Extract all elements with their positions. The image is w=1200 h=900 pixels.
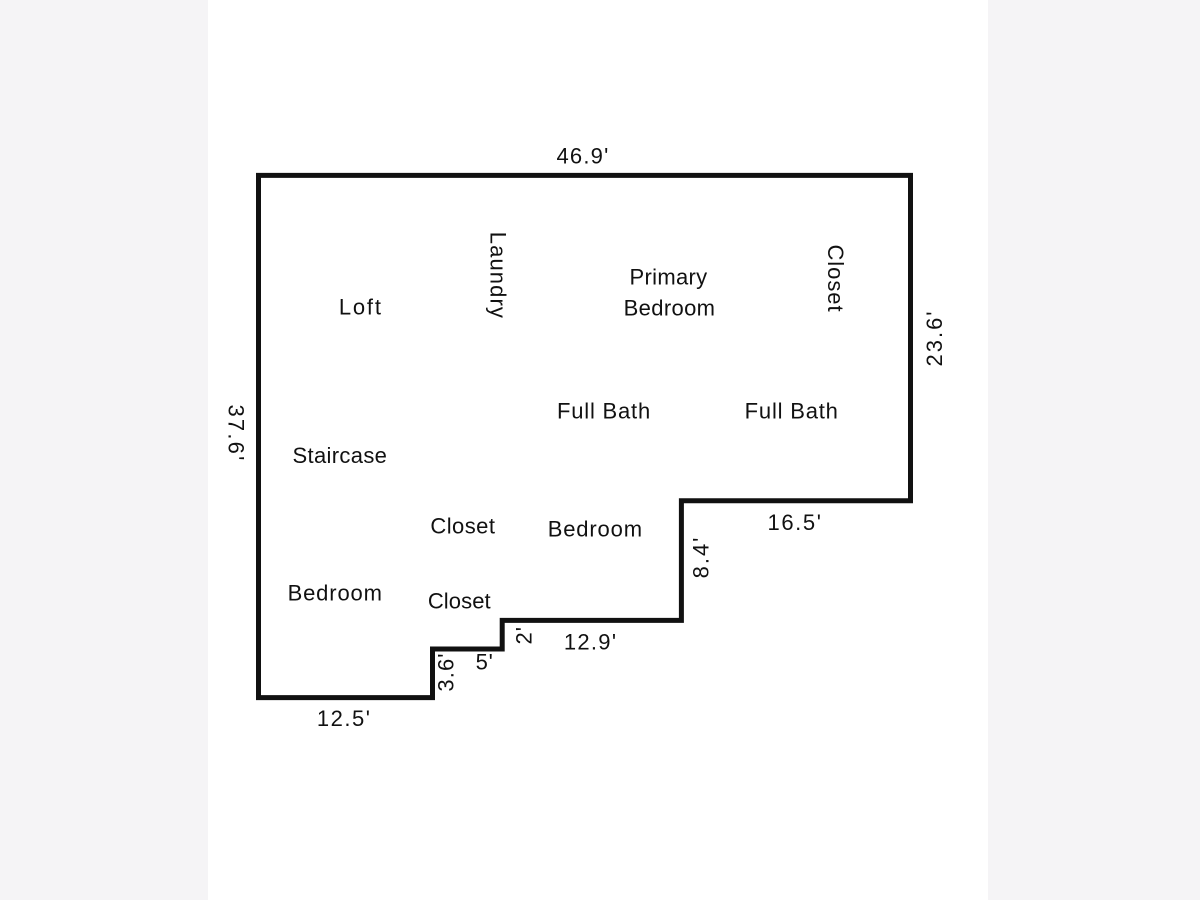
svg-text:Loft: Loft: [339, 295, 383, 320]
svg-text:Bedroom: Bedroom: [624, 296, 716, 321]
svg-text:Laundry: Laundry: [486, 232, 511, 319]
svg-text:37.6': 37.6': [223, 404, 248, 462]
svg-text:12.9': 12.9': [564, 630, 618, 655]
svg-text:16.5': 16.5': [767, 510, 822, 535]
svg-text:Full Bath: Full Bath: [557, 398, 651, 423]
svg-text:2': 2': [512, 626, 537, 644]
svg-text:Staircase: Staircase: [293, 443, 388, 468]
svg-text:Bedroom: Bedroom: [288, 581, 383, 606]
svg-text:Primary: Primary: [630, 264, 708, 289]
svg-text:Closet: Closet: [430, 514, 495, 539]
svg-text:3.6': 3.6': [434, 652, 459, 691]
svg-text:Closet: Closet: [823, 244, 848, 312]
svg-text:46.9': 46.9': [556, 144, 609, 169]
svg-text:23.6': 23.6': [922, 309, 947, 366]
svg-text:5': 5': [476, 650, 494, 675]
svg-text:Full Bath: Full Bath: [745, 398, 839, 423]
svg-text:Bedroom: Bedroom: [548, 517, 643, 542]
svg-text:12.5': 12.5': [317, 706, 372, 731]
svg-text:Closet: Closet: [428, 588, 491, 613]
svg-text:8.4': 8.4': [689, 536, 714, 579]
